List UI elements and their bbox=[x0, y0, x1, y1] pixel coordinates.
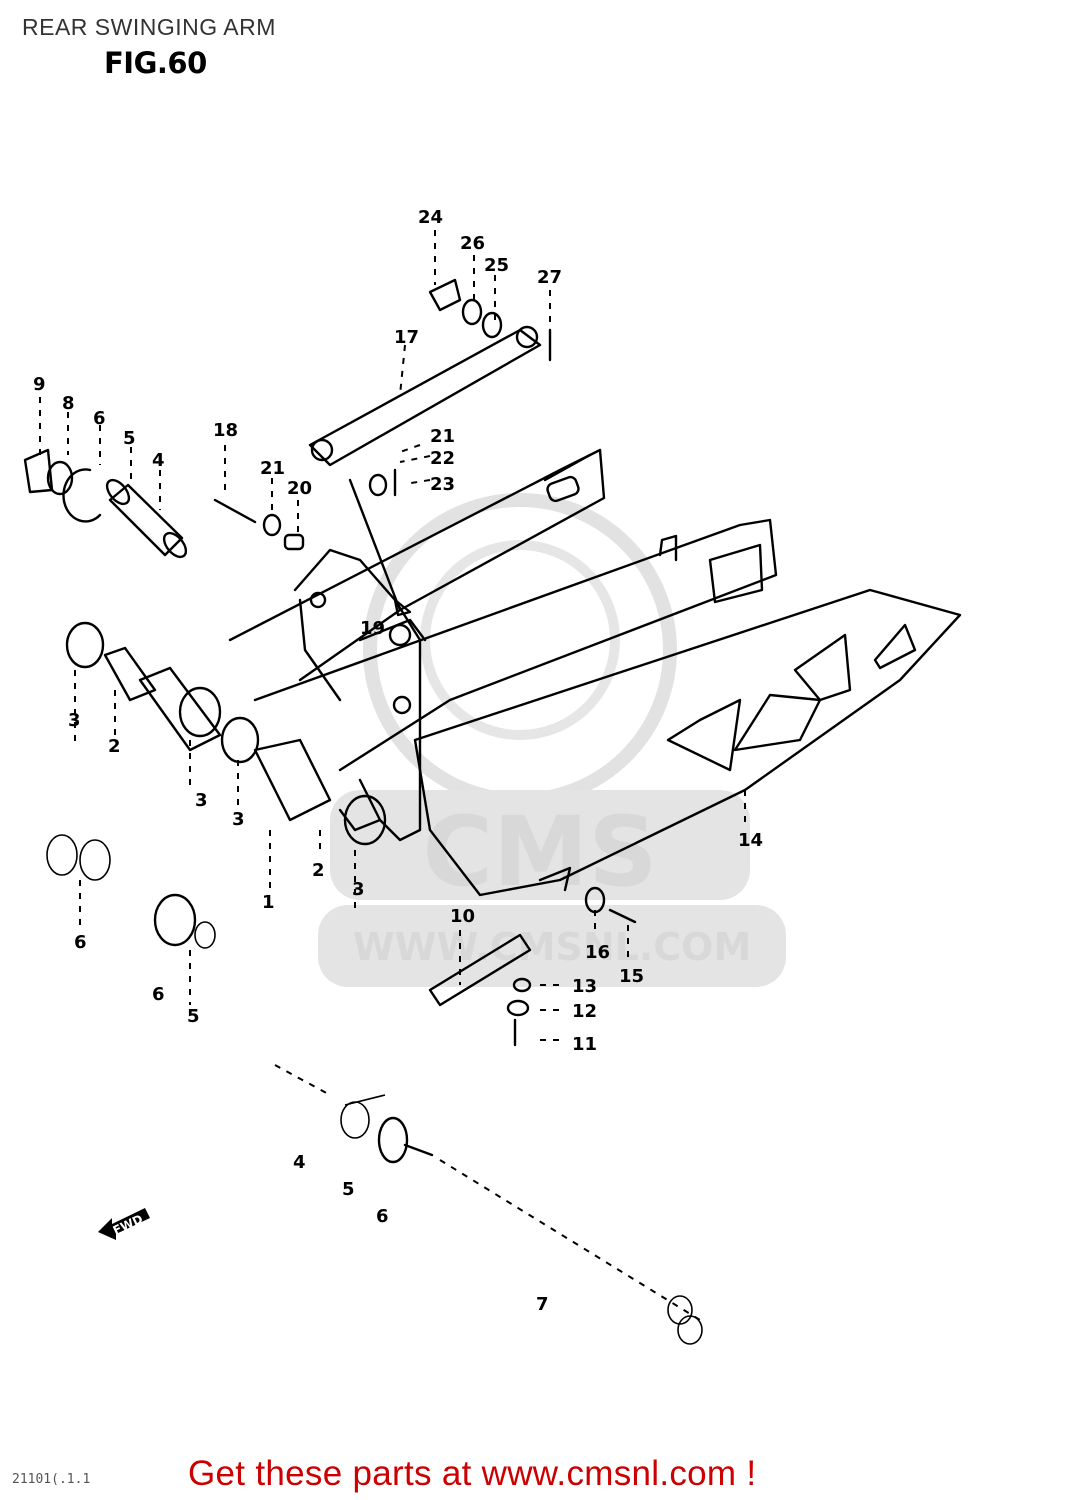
part-label-16: 16 bbox=[585, 942, 610, 963]
part-label-2b: 2 bbox=[312, 860, 325, 881]
drawing-code: 21101(.1.1 bbox=[12, 1472, 91, 1487]
part-label-21: 21 bbox=[260, 458, 285, 479]
leader-lines bbox=[39, 230, 746, 1041]
part-label-7: 7 bbox=[536, 1294, 549, 1315]
part-label-6d: 6 bbox=[376, 1206, 389, 1227]
part-label-3b: 3 bbox=[195, 790, 208, 811]
part-label-25: 25 bbox=[484, 255, 509, 276]
pivot-assembly bbox=[23, 448, 387, 846]
part-number-labels: 1 2 2 3 3 3 3 4 4 5 5 5 6 6 6 6 7 8 9 10… bbox=[33, 207, 763, 1315]
part-label-9: 9 bbox=[33, 374, 46, 395]
torque-link bbox=[213, 278, 552, 617]
watermark-url: WWW.CMSNL.COM bbox=[353, 925, 752, 969]
loose-parts bbox=[46, 834, 703, 1345]
part-label-15: 15 bbox=[619, 966, 644, 987]
shop-callout-link[interactable]: Get these parts at www.cmsnl.com ! bbox=[188, 1454, 757, 1493]
part-label-1: 1 bbox=[262, 892, 275, 913]
part-label-4: 4 bbox=[152, 450, 165, 471]
part-label-3d: 3 bbox=[352, 879, 365, 900]
part-label-2: 2 bbox=[108, 736, 121, 757]
part-label-13: 13 bbox=[572, 976, 597, 997]
part-label-10: 10 bbox=[450, 906, 475, 927]
part-label-24: 24 bbox=[418, 207, 443, 228]
part-label-18: 18 bbox=[213, 420, 238, 441]
part-label-4b: 4 bbox=[293, 1152, 306, 1173]
part-label-3: 3 bbox=[68, 710, 81, 731]
figure-label: FIG.60 bbox=[104, 46, 207, 80]
part-label-5: 5 bbox=[123, 428, 136, 449]
part-label-8: 8 bbox=[62, 393, 75, 414]
forward-direction-marker: FWD bbox=[98, 1208, 150, 1240]
watermark-badge bbox=[330, 790, 750, 900]
part-label-14: 14 bbox=[738, 830, 763, 851]
part-label-6c: 6 bbox=[152, 984, 165, 1005]
part-label-23: 23 bbox=[430, 474, 455, 495]
part-label-5b: 5 bbox=[187, 1006, 200, 1027]
part-label-27: 27 bbox=[537, 267, 562, 288]
page-title: REAR SWINGING ARM bbox=[22, 14, 276, 40]
part-label-19: 19 bbox=[360, 618, 385, 639]
part-label-12: 12 bbox=[572, 1001, 597, 1022]
part-label-11: 11 bbox=[572, 1034, 597, 1055]
part-label-5c: 5 bbox=[342, 1179, 355, 1200]
chain-case bbox=[413, 588, 962, 897]
watermark: CMS WWW.CMSNL.COM bbox=[318, 493, 786, 987]
part-label-22: 22 bbox=[430, 448, 455, 469]
swing-arm-body bbox=[228, 448, 778, 842]
part-label-17: 17 bbox=[394, 327, 419, 348]
part-label-21b: 21 bbox=[430, 426, 455, 447]
watermark-brand: CMS bbox=[422, 796, 657, 908]
fwd-label: FWD bbox=[111, 1212, 145, 1238]
part-label-3c: 3 bbox=[232, 809, 245, 830]
part-label-20: 20 bbox=[287, 478, 312, 499]
part-label-6: 6 bbox=[93, 408, 106, 429]
part-label-26: 26 bbox=[460, 233, 485, 254]
part-label-6b: 6 bbox=[74, 932, 87, 953]
